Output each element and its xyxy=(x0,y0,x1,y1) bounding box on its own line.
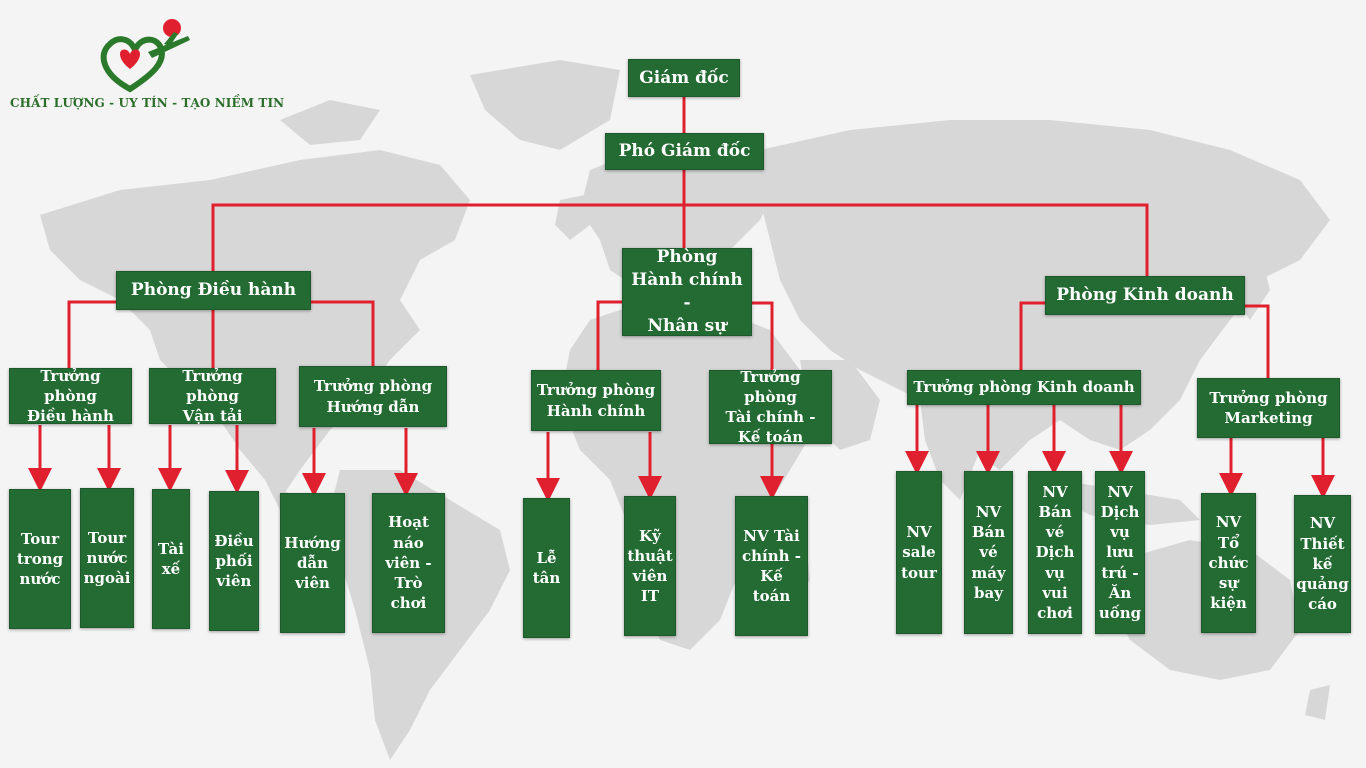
staff-ad-design-box: NV Thiết kế quảng cáo xyxy=(1294,495,1351,633)
staff-driver-box: Tài xế xyxy=(152,489,190,629)
admin-hr-department-box: Phòng Hành chính - Nhân sự xyxy=(622,247,752,336)
staff-reception-box: Lễ tân xyxy=(523,498,570,638)
company-slogan: CHẤT LƯỢNG - UY TÍN - TẠO NIỀM TIN xyxy=(10,96,285,110)
operations-department-box: Phòng Điều hành xyxy=(116,271,311,310)
company-logo xyxy=(100,19,190,93)
staff-air-ticket-box: NV Bán vé máy bay xyxy=(964,471,1013,634)
director-box: Giám đốc xyxy=(628,59,740,97)
staff-it-box: Kỹ thuật viên IT xyxy=(624,496,676,636)
head-guide-box: Trưởng phòng Hướng dẫn xyxy=(299,366,447,427)
staff-domestic-tour-box: Tour trong nước xyxy=(9,489,71,629)
staff-guide-box: Hướng dẫn viên xyxy=(280,493,345,633)
staff-sale-tour-box: NV sale tour xyxy=(896,471,942,634)
staff-event-box: NV Tổ chức sự kiện xyxy=(1201,493,1256,633)
head-admin-box: Trưởng phòng Hành chính xyxy=(531,370,661,431)
deputy-director-box: Phó Giám đốc xyxy=(605,133,764,170)
staff-dispatcher-box: Điều phối viên xyxy=(209,491,259,631)
staff-finance-box: NV Tài chính - Kế toán xyxy=(735,496,808,636)
staff-international-tour-box: Tour nước ngoài xyxy=(80,488,134,628)
sales-department-box: Phòng Kinh doanh xyxy=(1045,276,1245,315)
head-marketing-box: Trưởng phòng Marketing xyxy=(1197,378,1340,438)
head-transport-box: Trưởng phòng Vận tải xyxy=(149,367,276,425)
head-operations-box: Trưởng phòng Điều hành xyxy=(9,367,132,425)
staff-lodging-dining-box: NV Dịch vụ lưu trú - Ăn uống xyxy=(1095,471,1145,634)
head-sales-box: Trưởng phòng Kinh doanh xyxy=(907,370,1141,405)
staff-entertainment-ticket-box: NV Bán vé Dịch vụ vui chơi xyxy=(1028,471,1082,634)
staff-animator-box: Hoạt náo viên - Trò chơi xyxy=(372,493,445,633)
head-finance-box: Trưởng phòng Tài chính - Kế toán xyxy=(709,368,832,446)
